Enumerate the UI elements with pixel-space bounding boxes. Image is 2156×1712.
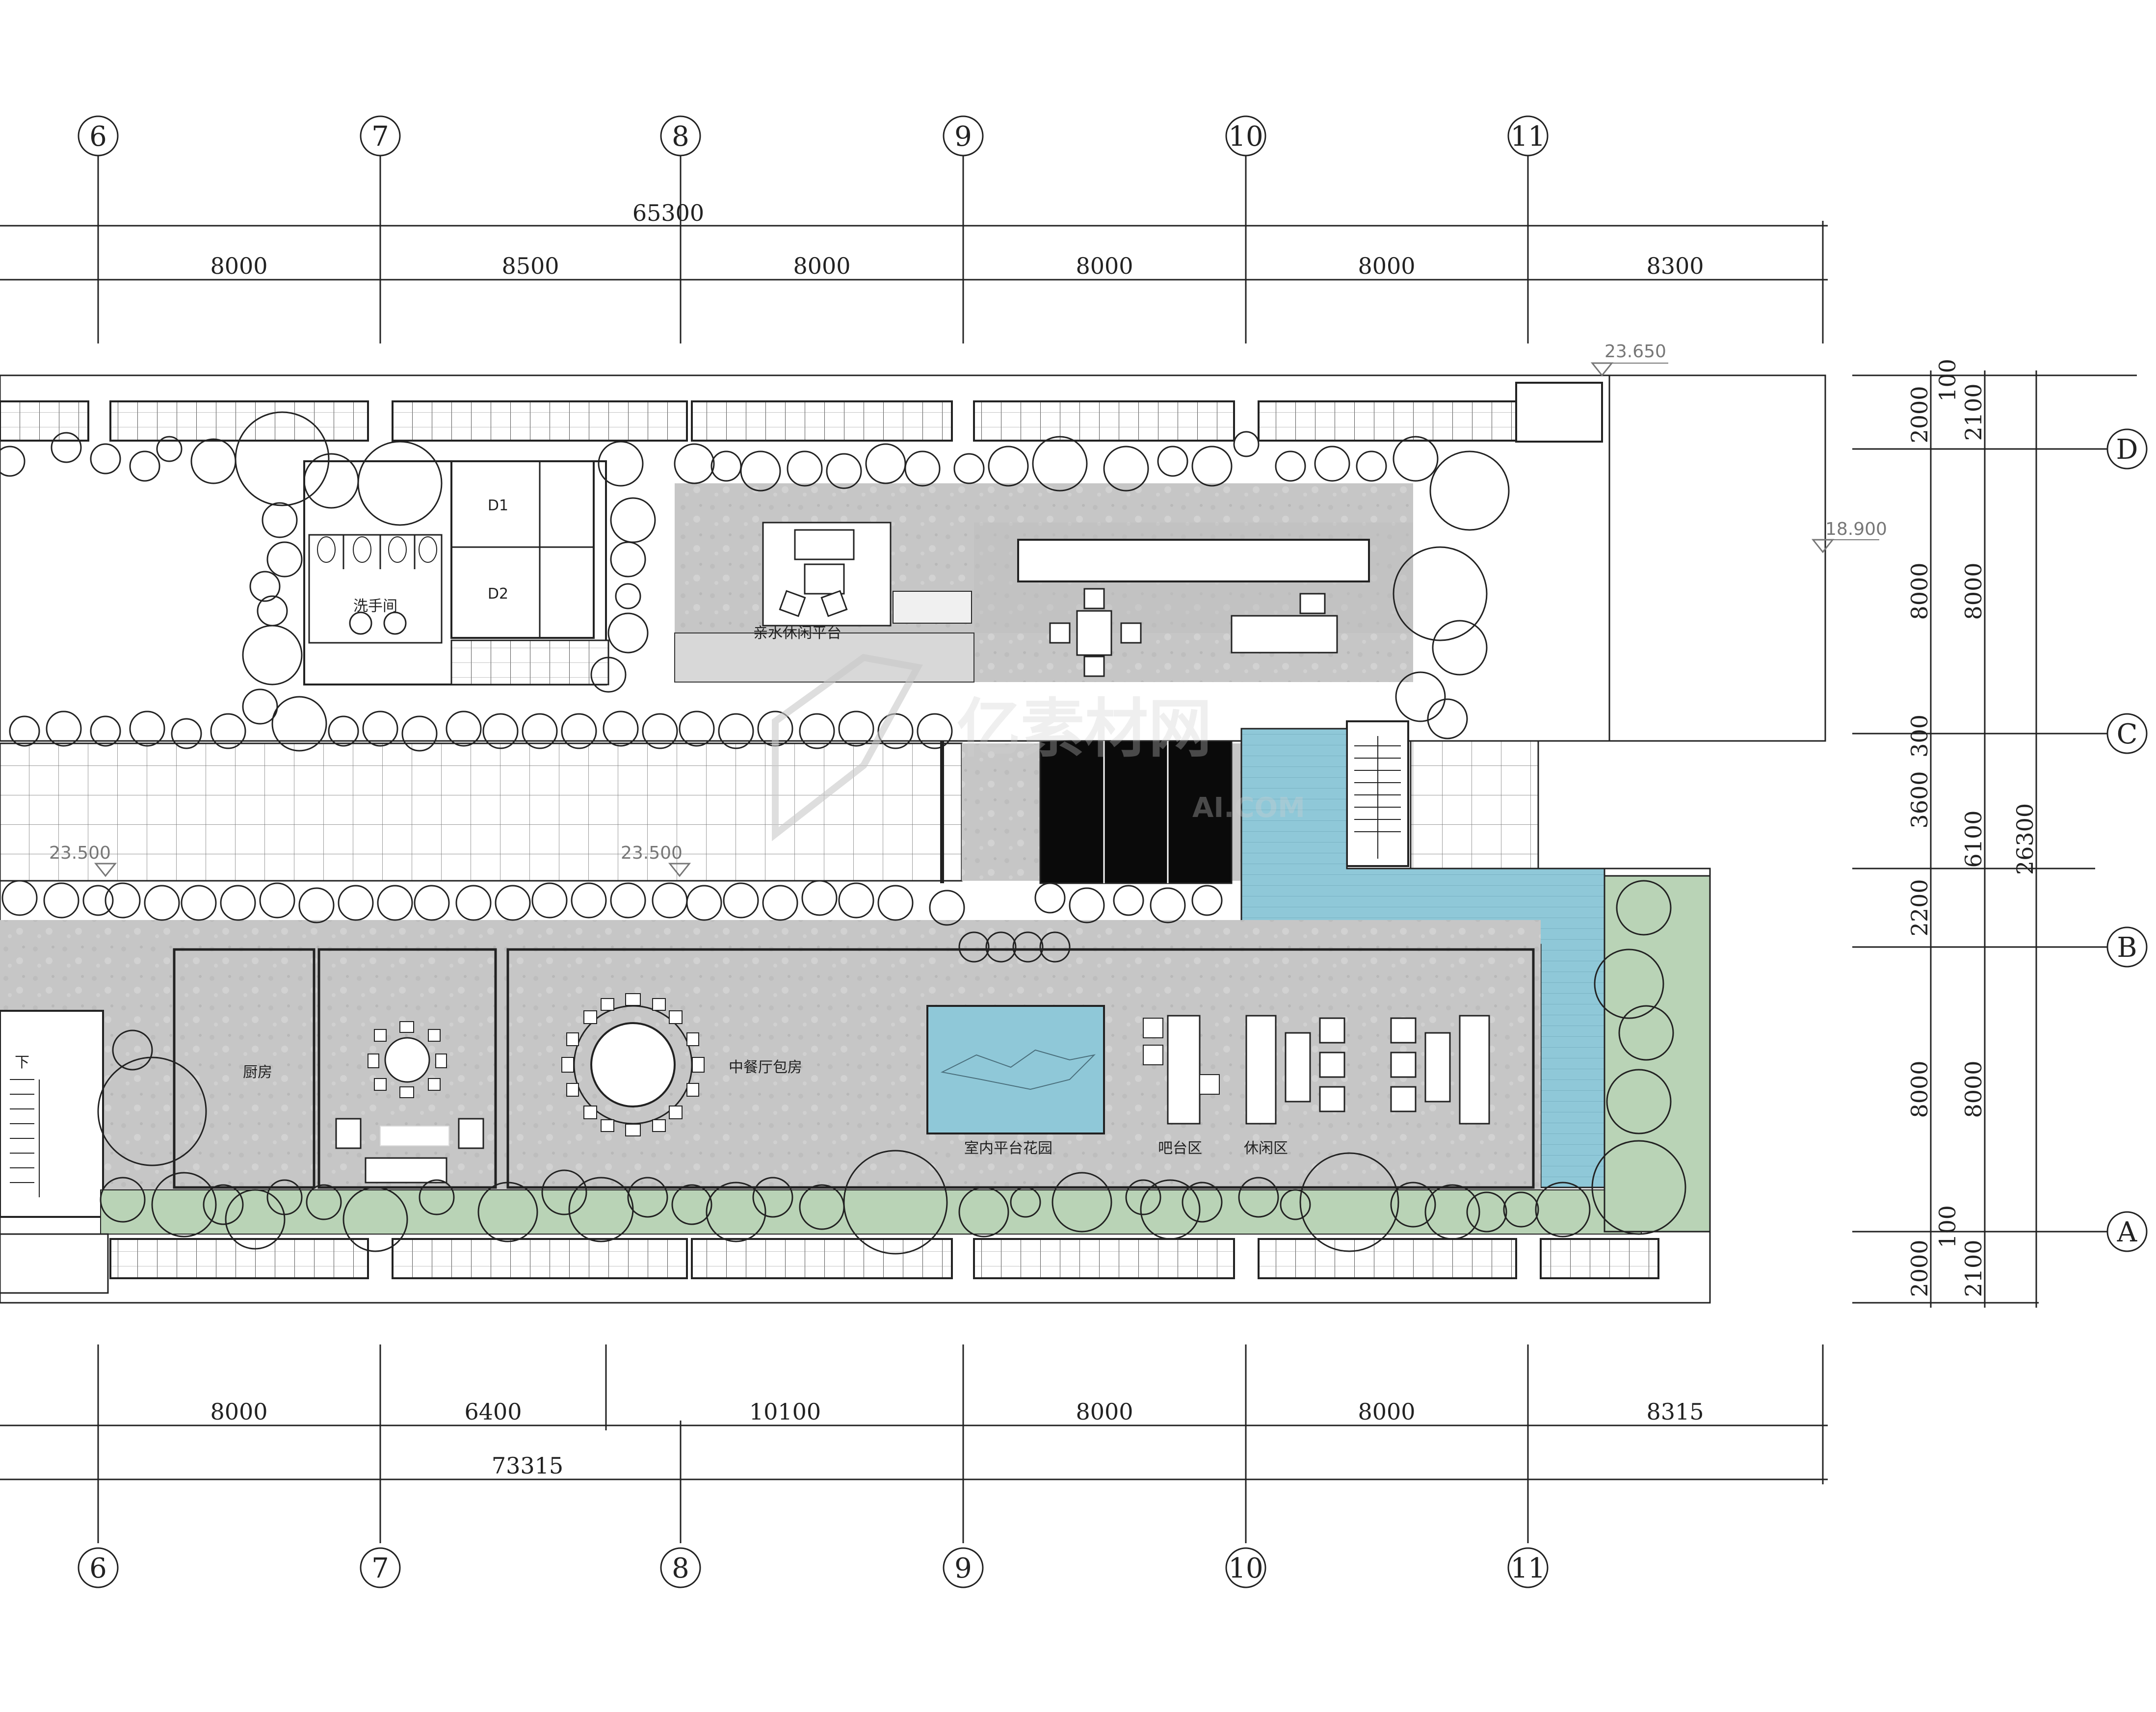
axis-top-6: 6	[89, 121, 107, 153]
room-d1-label: D1	[488, 497, 508, 514]
right-dim-2200: 2200	[1906, 879, 1933, 936]
top-dim-1: 8000	[210, 253, 267, 279]
right-dim-2000-top: 2000	[1906, 386, 1933, 443]
axis-top-8: 8	[672, 121, 689, 153]
right-dim-labels: 2000 100 8000 300 3600 2200 8000 100 200…	[1906, 359, 2038, 1297]
top-dim-labels: 8000 8500 8000 8000 8000 8300	[210, 253, 1704, 279]
elevation-2: 18.900	[1825, 519, 1887, 539]
watermark: 亿素材网 AI.COM	[772, 654, 1305, 842]
bottom-dim-5: 8000	[1358, 1398, 1415, 1425]
right-dim-6100: 6100	[1960, 810, 1987, 868]
dark-glass-skylight	[1039, 740, 1233, 884]
top-dim-4: 8000	[1076, 253, 1133, 279]
room-private-dining-label: 中餐厅包房	[729, 1059, 802, 1076]
axis-right-b: B	[2117, 932, 2137, 964]
elevation-markers: 23.650 18.900 23.500 23.500	[49, 342, 1887, 877]
axis-bottom-6: 6	[89, 1553, 107, 1584]
top-parapet	[1515, 382, 1603, 443]
top-grid-axes: 6 7 8 9 10 11	[78, 115, 1549, 157]
room-d2-label: D2	[488, 585, 508, 603]
top-dim-6: 8300	[1646, 253, 1704, 279]
kitchen	[173, 948, 316, 1189]
skylight-corridor	[0, 742, 963, 882]
bottom-dimension-chain	[0, 1344, 1828, 1543]
bottom-total-dim: 73315	[492, 1452, 563, 1479]
stair-down-label: 下	[15, 1054, 29, 1071]
axis-bottom-10: 10	[1228, 1553, 1263, 1584]
right-dim-8000-b: 8000	[1906, 1060, 1933, 1118]
axis-bottom-11: 11	[1510, 1553, 1545, 1584]
lawn-side	[1604, 875, 1711, 1233]
room-waterside-terrace-label: 亲水休闲平台	[753, 625, 841, 642]
right-grid-axes: D C B A	[2036, 428, 2148, 1252]
axis-right-d: D	[2116, 434, 2138, 466]
room-washroom-label: 洗手间	[353, 598, 397, 615]
axis-top-7: 7	[371, 121, 389, 153]
top-dimension-chain	[0, 152, 1828, 343]
bottom-dim-2: 6400	[464, 1398, 522, 1425]
right-dim-2100-bottom: 2100	[1960, 1239, 1987, 1297]
right-dimension-chain	[1852, 370, 2137, 1308]
tree-symbols	[0, 411, 1686, 1255]
bottom-dim-labels: 8000 6400 10100 8000 8000 8315 73315	[210, 1398, 1704, 1479]
right-dim-2000-bottom: 2000	[1906, 1239, 1933, 1297]
axis-bottom-9: 9	[954, 1553, 972, 1584]
room-kitchen-label: 厨房	[243, 1064, 272, 1081]
bottom-planter-boxes	[109, 1238, 1659, 1279]
axis-top-9: 9	[954, 121, 972, 153]
bottom-grid-axes: 6 7 8 9 10 11	[78, 1547, 1549, 1588]
axis-right-c: C	[2117, 718, 2138, 750]
elevation-1: 23.650	[1604, 342, 1666, 362]
right-dim-300: 300	[1906, 714, 1933, 758]
stair-core	[0, 1010, 104, 1218]
right-dim-8000-mid-b: 8000	[1960, 1060, 1987, 1118]
right-dim-8000-mid-a: 8000	[1960, 562, 1987, 620]
lawn-strip	[100, 1189, 1642, 1235]
bottom-dim-4: 8000	[1076, 1398, 1133, 1425]
bottom-dim-1: 8000	[210, 1398, 267, 1425]
long-planter	[1017, 539, 1370, 582]
room-indoor-garden-label: 室内平台花园	[964, 1140, 1052, 1157]
bottom-dim-6: 8315	[1646, 1398, 1704, 1425]
top-planter-boxes	[0, 400, 1517, 442]
bar-counter	[1167, 1015, 1201, 1125]
top-dim-3: 8000	[793, 253, 850, 279]
bottom-dim-3: 10100	[749, 1398, 821, 1425]
right-dim-100-bottom: 100	[1934, 1205, 1961, 1248]
right-dim-3600: 3600	[1906, 771, 1933, 828]
axis-top-11: 11	[1510, 121, 1545, 153]
right-dim-100-top: 100	[1934, 359, 1961, 402]
lounge-furniture	[1245, 1015, 1490, 1125]
elevation-4: 23.500	[621, 843, 683, 863]
axis-right-a: A	[2117, 1216, 2137, 1248]
axis-top-10: 10	[1228, 121, 1263, 153]
right-dim-2100-top: 2100	[1960, 383, 1987, 441]
top-total-dim: 65300	[632, 200, 704, 226]
watermark-brand: 亿素材网	[957, 691, 1212, 766]
right-dim-8000-a: 8000	[1906, 562, 1933, 620]
axis-bottom-7: 7	[371, 1553, 389, 1584]
top-dim-2: 8500	[501, 253, 559, 279]
elevation-3: 23.500	[49, 843, 111, 863]
top-dim-5: 8000	[1358, 253, 1415, 279]
axis-bottom-8: 8	[672, 1553, 689, 1584]
watermark-url: AI.COM	[1192, 792, 1305, 824]
indoor-garden-pool	[926, 1005, 1105, 1134]
room-bar-label: 吧台区	[1158, 1140, 1202, 1157]
room-lounge-label: 休闲区	[1244, 1140, 1288, 1157]
right-total-dim: 26300	[2012, 803, 2038, 875]
